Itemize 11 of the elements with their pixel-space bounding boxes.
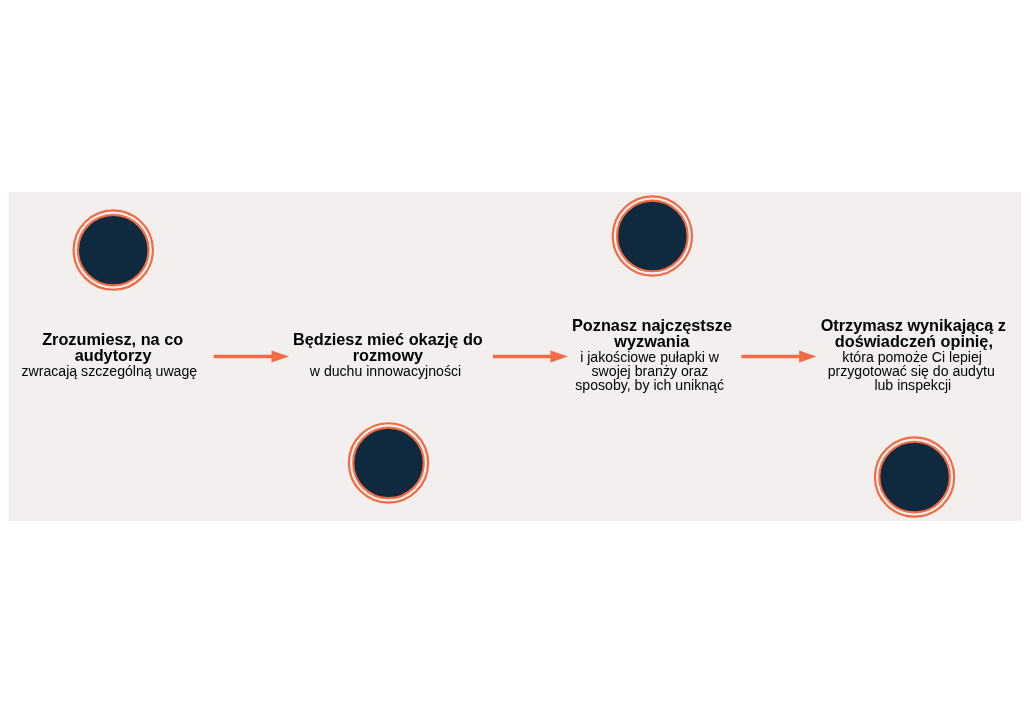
node-circle — [72, 209, 154, 291]
node-circle — [873, 436, 956, 518]
arrow — [493, 350, 568, 363]
node-circle — [611, 195, 694, 277]
node-circle — [347, 422, 430, 504]
node-text: Zrozumiesz, na co audytorzy zwracają szczególną uwagę — [21, 330, 198, 379]
node-text: Otrzymasz wynikającą z doświadczeń opinię, która pomoże Ci lepiej przygotować się do audytu lub inspekcji — [820, 315, 1006, 394]
arrow — [213, 350, 289, 363]
arrow — [741, 350, 817, 363]
node-text: Poznasz najczęstsze wyzwania i jakościowe pułapki w swojej branży oraz sposoby, by ich uniknąć — [572, 315, 733, 394]
node-text: Będziesz mieć okazję do rozmowy w duchu innowacyjności — [292, 330, 483, 379]
